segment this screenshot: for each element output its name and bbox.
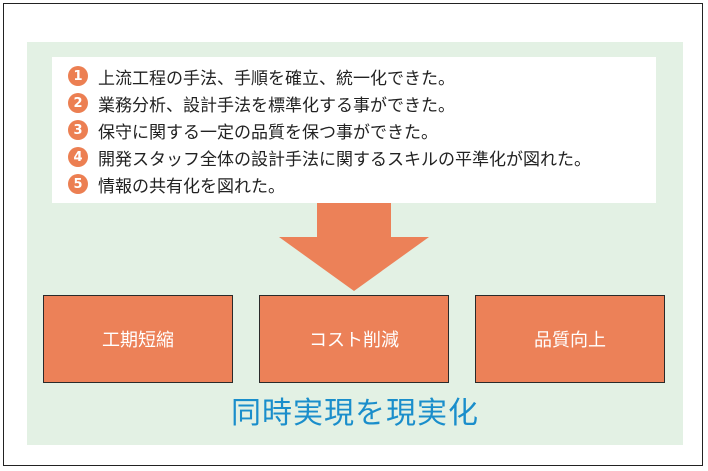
benefit-item-2: 2 業務分析、設計手法を標準化する事ができた。 <box>68 91 455 116</box>
number-badge-2: 2 <box>68 93 88 113</box>
benefit-text-5: 情報の共有化を図れた。 <box>98 176 285 197</box>
benefit-item-4: 4 開発スタッフ全体の設計手法に関するスキルの平準化が図れた。 <box>68 145 591 170</box>
outcome-label-cost: コスト削減 <box>309 330 399 351</box>
outcome-box-schedule: 工期短縮 <box>43 295 233 383</box>
benefit-item-3: 3 保守に関する一定の品質を保つ事ができた。 <box>68 118 438 143</box>
benefit-text-4: 開発スタッフ全体の設計手法に関するスキルの平準化が図れた。 <box>98 149 591 170</box>
outcome-box-cost: コスト削減 <box>259 295 449 383</box>
benefit-text-3: 保守に関する一定の品質を保つ事ができた。 <box>98 122 438 143</box>
benefit-item-5: 5 情報の共有化を図れた。 <box>68 172 285 197</box>
benefit-text-1: 上流工程の手法、手順を確立、統一化できた。 <box>98 68 455 89</box>
result-caption: 同時実現を現実化 <box>231 396 479 431</box>
down-arrow-icon <box>279 203 429 291</box>
outcome-label-schedule: 工期短縮 <box>102 330 174 351</box>
outcome-label-quality: 品質向上 <box>534 330 606 351</box>
number-badge-1: 1 <box>68 66 88 86</box>
benefit-item-1: 1 上流工程の手法、手順を確立、統一化できた。 <box>68 64 455 89</box>
number-badge-4: 4 <box>68 147 88 167</box>
benefits-list: 1 上流工程の手法、手順を確立、統一化できた。 2 業務分析、設計手法を標準化す… <box>52 57 656 203</box>
outcome-box-quality: 品質向上 <box>475 295 665 383</box>
number-badge-5: 5 <box>68 174 88 194</box>
benefit-text-2: 業務分析、設計手法を標準化する事ができた。 <box>98 95 455 116</box>
number-badge-3: 3 <box>68 120 88 140</box>
